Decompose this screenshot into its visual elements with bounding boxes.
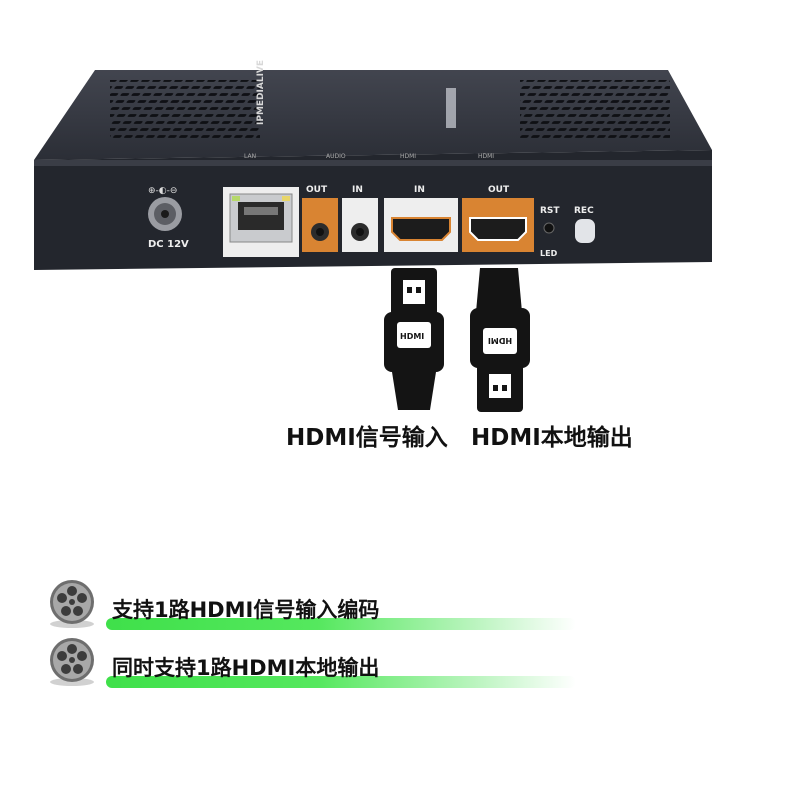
rec-button: REC xyxy=(574,206,595,243)
audio-in-port: IN xyxy=(342,185,378,252)
hdmi-in-port: IN xyxy=(384,185,458,252)
device-front-panel: LAN AUDIO HDMI HDMI ⊕-◐-⊖ DC 12V OUT xyxy=(34,150,712,270)
hdmi-logo-right: HDMI xyxy=(488,336,512,345)
hdmi-output-caption: HDMI本地输出 xyxy=(471,425,633,451)
audio-out-label: OUT xyxy=(306,185,328,195)
feature-item: 同时支持1路HDMI本地输出 xyxy=(40,630,580,690)
feature-item: 支持1路HDMI信号输入编码 xyxy=(40,572,580,632)
hdmi-out-top-label: HDMI xyxy=(478,153,494,160)
hdmi-input-cable: HDMI xyxy=(384,268,444,410)
film-reel-icon xyxy=(50,638,94,686)
hdmi-input-caption: HDMI信号输入 xyxy=(286,425,448,451)
svg-text:⊕-◐-⊖: ⊕-◐-⊖ xyxy=(148,186,177,196)
hdmi-output-cable: HDMI xyxy=(470,268,530,412)
feature-text: 支持1路HDMI信号输入编码 xyxy=(112,598,380,622)
hdmi-out-port: OUT xyxy=(462,185,534,252)
hdmi-in-top-label: HDMI xyxy=(400,153,416,160)
led-label: LED xyxy=(540,249,558,258)
dc-label: DC 12V xyxy=(148,239,189,250)
device-top: IPMEDIALIVE xyxy=(34,60,712,160)
hdmi-logo-left: HDMI xyxy=(400,332,424,341)
dc-power-jack: ⊕-◐-⊖ DC 12V xyxy=(148,186,189,250)
reset-button: RST LED xyxy=(540,206,560,258)
rst-label: RST xyxy=(540,206,560,216)
highlight-bar xyxy=(106,676,576,688)
lan-port xyxy=(223,187,299,257)
lan-top-label: LAN xyxy=(244,153,256,160)
film-reel-icon xyxy=(50,580,94,628)
audio-in-label: IN xyxy=(352,185,363,195)
hdmi-in-label: IN xyxy=(414,185,425,195)
audio-top-label: AUDIO xyxy=(326,153,346,160)
rec-label: REC xyxy=(574,206,594,216)
feature-text: 同时支持1路HDMI本地输出 xyxy=(112,656,380,680)
highlight-bar xyxy=(106,618,576,630)
brand-logo: IPMEDIALIVE xyxy=(256,60,266,125)
audio-out-port: OUT xyxy=(302,185,338,252)
hdmi-out-label: OUT xyxy=(488,185,510,195)
